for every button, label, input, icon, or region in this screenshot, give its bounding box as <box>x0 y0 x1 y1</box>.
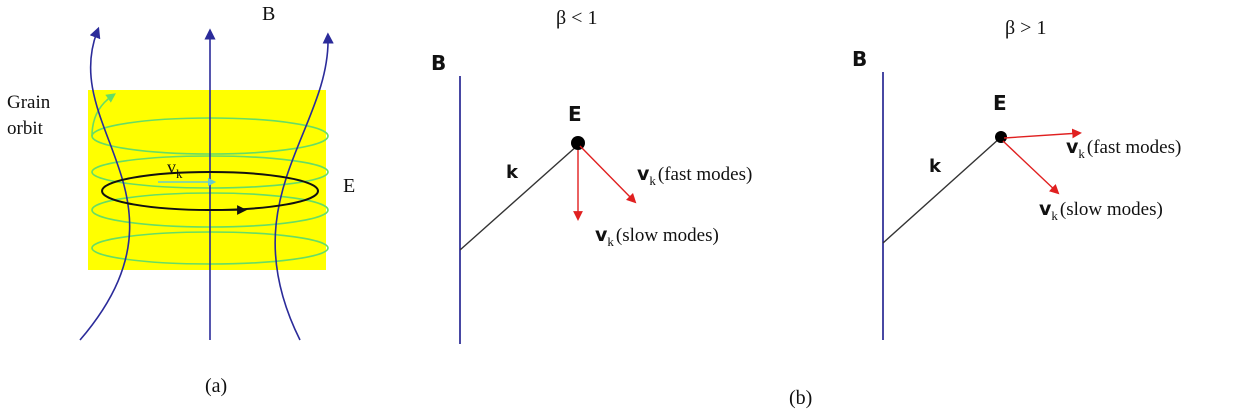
slow-arrow-right <box>1002 140 1060 195</box>
field-line-right <box>274 32 334 341</box>
orbit <box>101 171 319 215</box>
k-vector-right <box>882 137 1001 244</box>
field-line-left <box>79 26 131 341</box>
caption-a: (a) <box>205 375 227 397</box>
k-label-right: k <box>929 156 942 177</box>
point-label-right: E <box>993 91 1007 115</box>
slow-label-left: vk(slow modes) <box>595 224 719 249</box>
point-label-left: E <box>568 102 582 126</box>
field-label-b-left: B <box>431 51 446 75</box>
wave-label-a: E <box>343 175 355 197</box>
k-label-left: k <box>506 162 519 183</box>
point-e-right <box>995 131 1007 143</box>
panel-b-left: β < 1 B E k vk(fast modes) vk(slow modes… <box>431 7 752 344</box>
field-label-a: B <box>262 3 275 25</box>
fast-label-right: vk(fast modes) <box>1066 136 1181 161</box>
point-e-left <box>571 136 585 150</box>
field-label-b-right: B <box>852 47 867 71</box>
beta-label-right: β > 1 <box>1005 17 1046 39</box>
panel-b-right: β > 1 B E k vk(fast modes) vk(slow modes… <box>852 17 1181 340</box>
panel-a: B Grain orbit vk E (a) <box>7 3 355 397</box>
fast-arrow-left <box>579 145 637 204</box>
k-vector-left <box>459 144 579 251</box>
caption-b: (b) <box>789 387 812 409</box>
fast-arrow-right <box>1003 128 1082 139</box>
slow-label-right: vk(slow modes) <box>1039 198 1163 223</box>
beta-label-left: β < 1 <box>556 7 597 29</box>
velocity-label-a: vk <box>167 157 183 181</box>
grain-orbit-label-1: Grain <box>7 92 51 113</box>
grain-orbit-label-2: orbit <box>7 118 44 139</box>
fast-label-left: vk(fast modes) <box>637 163 752 188</box>
field-lines <box>79 26 334 341</box>
